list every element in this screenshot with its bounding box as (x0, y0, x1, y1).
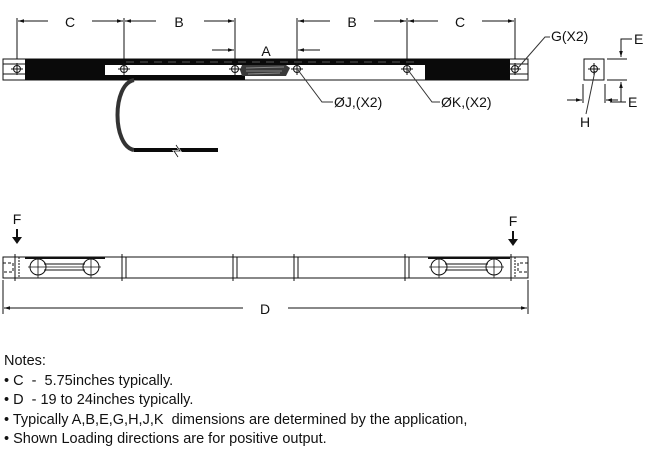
end-view: E E H (567, 31, 643, 130)
notes-section: Notes: • C - 5.75inches typically. • D -… (4, 352, 467, 450)
end-view-label-e-bottom: E (628, 94, 637, 110)
note-item: • Shown Loading directions are for posit… (4, 431, 327, 447)
callout-k: ØK,(X2) (441, 94, 492, 110)
load-label-f-left: F (13, 211, 22, 227)
end-view-label-h: H (580, 114, 590, 130)
dim-label-b-right: B (347, 14, 356, 30)
load-cell-bar-side (2, 254, 529, 281)
mounting-holes (11, 63, 521, 75)
side-view: F F (2, 211, 529, 317)
dim-label-d: D (260, 301, 270, 317)
hole-g-right (509, 63, 521, 75)
note-item: • Typically A,B,E,G,H,J,K dimensions are… (4, 411, 468, 428)
dim-label-b-left: B (174, 14, 183, 30)
note-item: • C - 5.75inches typically. (4, 372, 174, 389)
callout-g: G(X2) (551, 28, 588, 44)
note-item: • D - 19 to 24inches typically. (4, 392, 194, 408)
load-arrow-right-icon (508, 231, 518, 246)
end-view-label-e-top: E (634, 31, 643, 47)
load-cell-bar-top (2, 58, 529, 81)
technical-drawing: C B A B C (2, 14, 643, 317)
load-label-f-right: F (509, 213, 518, 229)
dim-label-c-left: C (65, 14, 75, 30)
dim-label-a: A (261, 43, 271, 59)
hole-g-left (11, 63, 23, 75)
callout-j: ØJ,(X2) (334, 94, 382, 110)
leader-lines (297, 36, 550, 103)
hole-j-right (291, 63, 303, 75)
hole-j-left (229, 63, 241, 75)
top-view: C B A B C (2, 14, 588, 158)
hole-k-left (118, 63, 130, 75)
notes-title: Notes: (4, 353, 46, 369)
binocular-slot-right (429, 258, 504, 278)
cable (115, 78, 218, 158)
dimension-lines (18, 19, 514, 52)
binocular-slot-left (28, 258, 101, 278)
dim-label-c-right: C (455, 14, 465, 30)
dimension-d (2, 280, 529, 314)
load-arrow-left-icon (12, 229, 22, 244)
